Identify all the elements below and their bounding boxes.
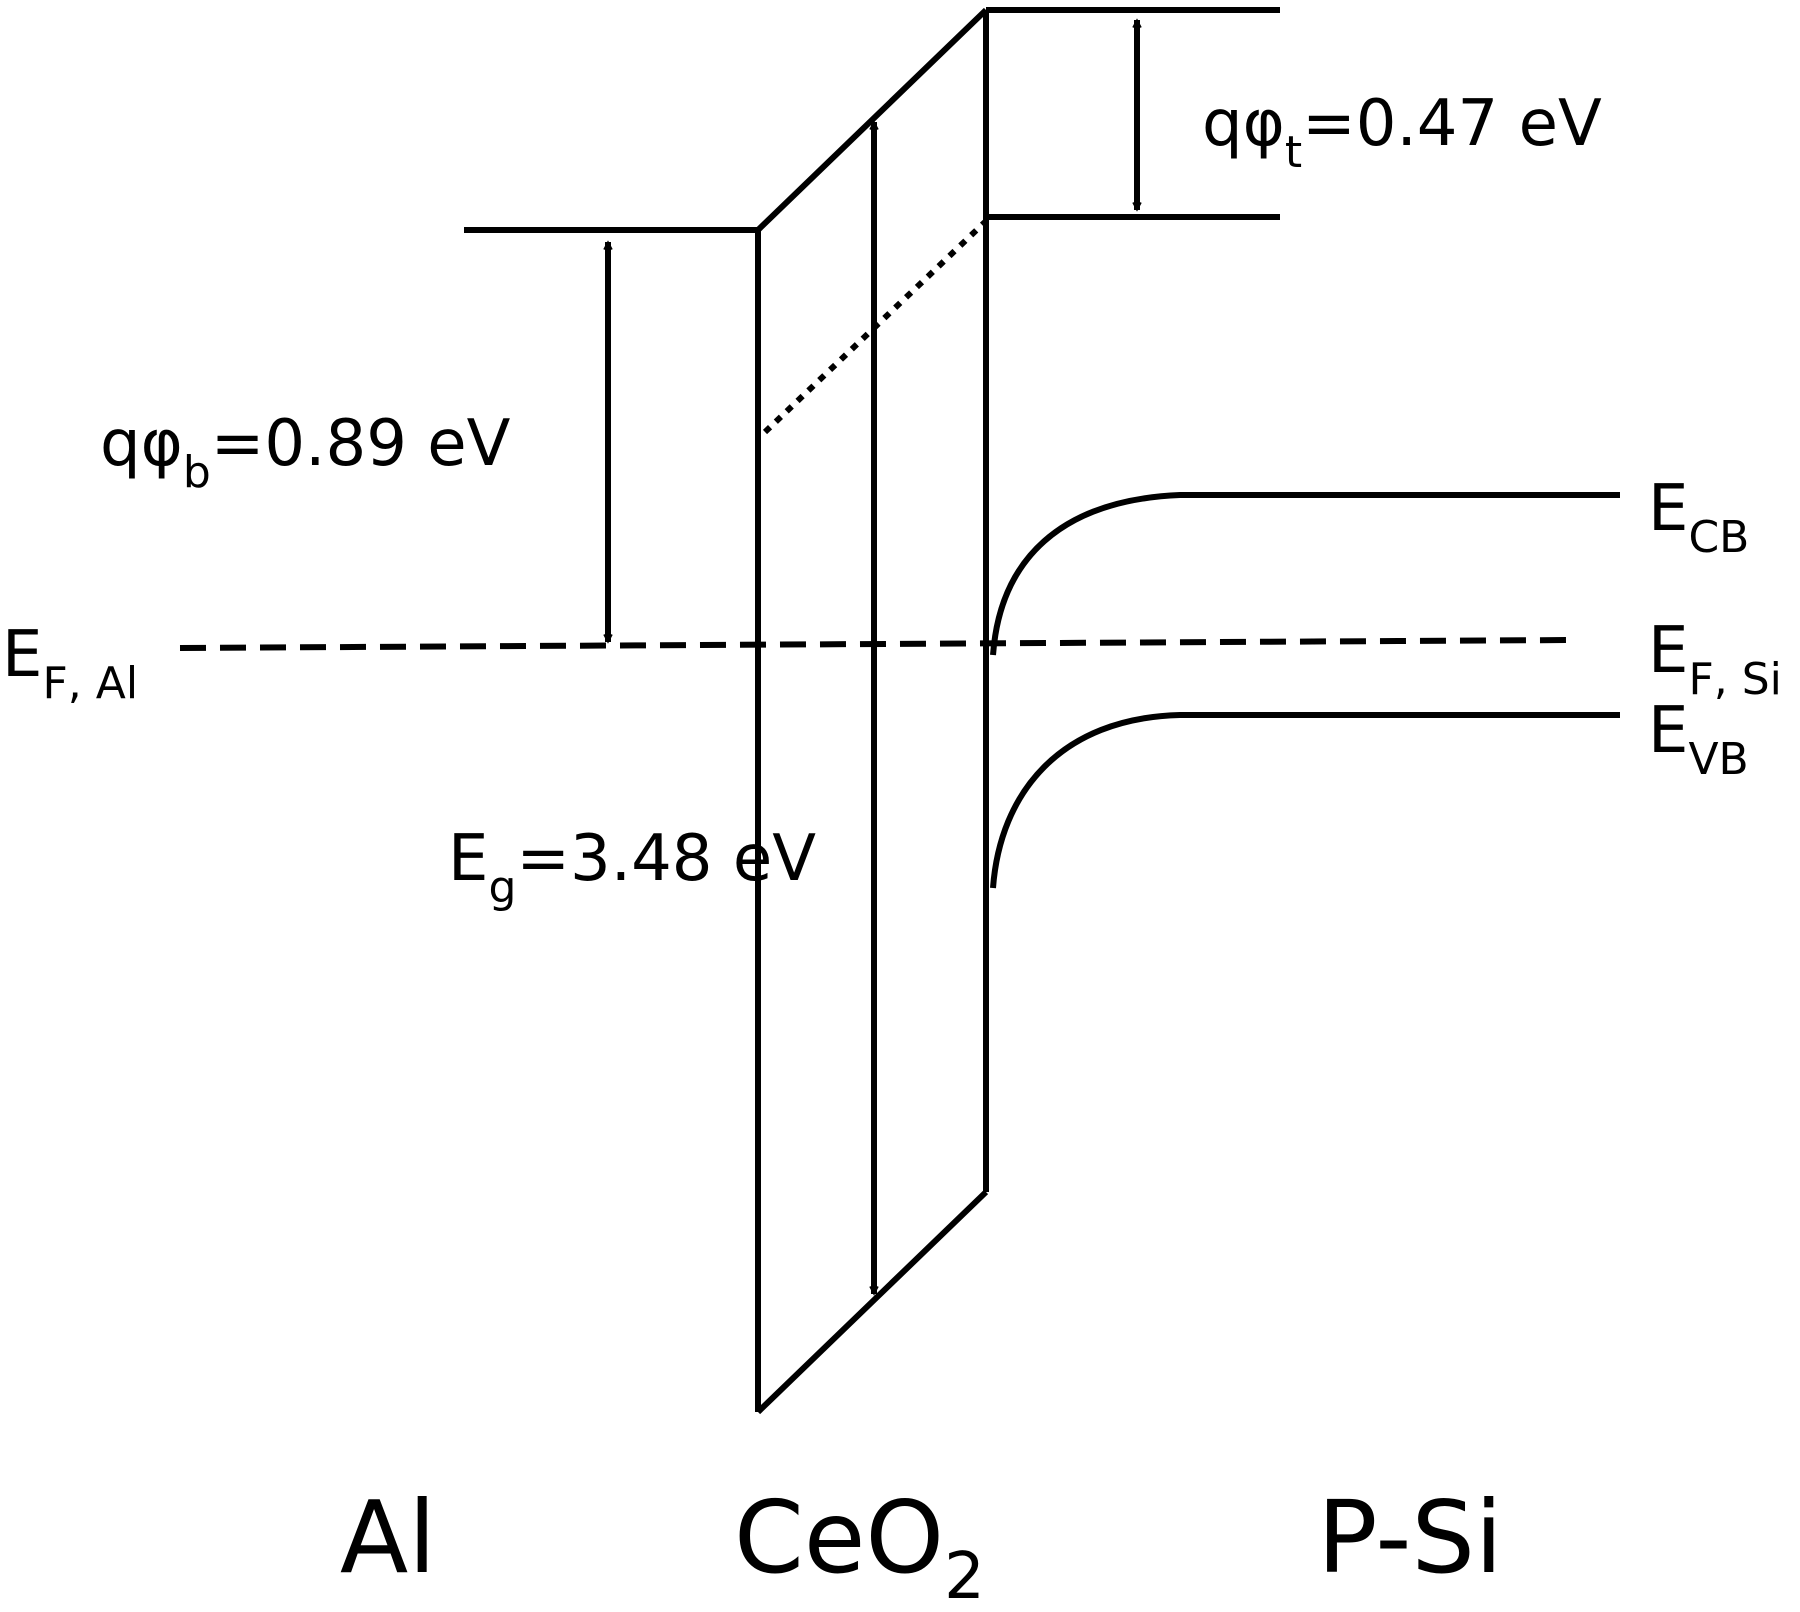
si-valence-band-curve <box>990 712 1620 889</box>
material-label-psi: P-Si <box>1317 1479 1502 1596</box>
conduction-band-label: ECB <box>1648 472 1749 563</box>
valence-band-label: EVB <box>1648 694 1749 785</box>
fermi-level-dashed-line <box>179 637 1576 651</box>
barrier-height-label: qφb=0.89 eV <box>100 407 511 498</box>
si-conduction-band-curve <box>990 492 1620 656</box>
material-label-ceo2: CeO2 <box>734 1479 985 1612</box>
oxide-valence-band-slope <box>755 1189 989 1415</box>
material-label-al: Al <box>340 1479 436 1596</box>
bandgap-label: Eg=3.48 eV <box>448 822 816 913</box>
fermi-level-si-label: EF, Si <box>1648 614 1782 705</box>
trap-depth-label: qφt=0.47 eV <box>1202 87 1602 178</box>
oxide-conduction-band-slope <box>755 7 989 233</box>
fermi-level-al-label: EF, Al <box>2 618 138 709</box>
